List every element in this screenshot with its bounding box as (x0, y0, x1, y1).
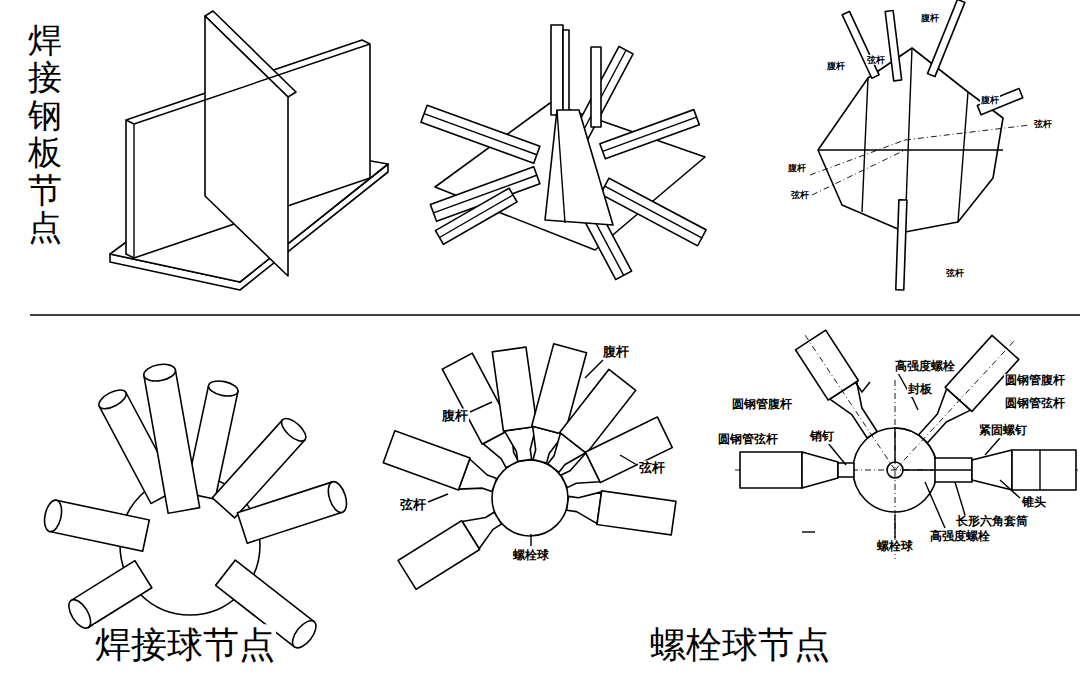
member-label: 弦杆 (638, 461, 666, 476)
member-label: 弦杆 (1033, 119, 1053, 129)
member-label: 腹杆 (826, 61, 846, 71)
member-label: 弦杆 (866, 55, 886, 65)
section-title: 焊接钢板节点 (28, 22, 62, 246)
member-label: 圆钢管弦杆 (717, 433, 779, 447)
member-label: 圆钢管腹杆 (731, 398, 793, 412)
member-label: 腹杆 (441, 409, 469, 424)
part-label: 螺栓球 (876, 540, 914, 554)
member-label: 腹杆 (787, 163, 807, 173)
part-label: 螺栓球 (512, 549, 550, 563)
member-label: 弦杆 (790, 190, 810, 200)
member-label: 弦杆 (945, 268, 965, 278)
member-label: 腹杆 (980, 95, 1000, 105)
member-label: 腹杆 (602, 345, 630, 360)
part-label: 封板 (907, 383, 933, 397)
part-label: 锥头 (1021, 496, 1047, 510)
member-label: 圆钢管弦杆 (1004, 397, 1066, 411)
part-label: 销钉 (809, 430, 835, 444)
member-label: 圆钢管腹杆 (1004, 374, 1066, 388)
member-label: 弦杆 (399, 498, 427, 513)
caption-label: 焊接球节点 (94, 624, 276, 665)
member-label: 腹杆 (920, 13, 940, 23)
part-label: 高强度螺栓 (894, 360, 956, 374)
part-label: 高强度螺栓 (929, 530, 991, 544)
caption-label: 螺栓球节点 (649, 624, 831, 665)
part-label: 长形六角套筒 (955, 515, 1029, 529)
part-label: 紧固螺钉 (978, 424, 1028, 438)
